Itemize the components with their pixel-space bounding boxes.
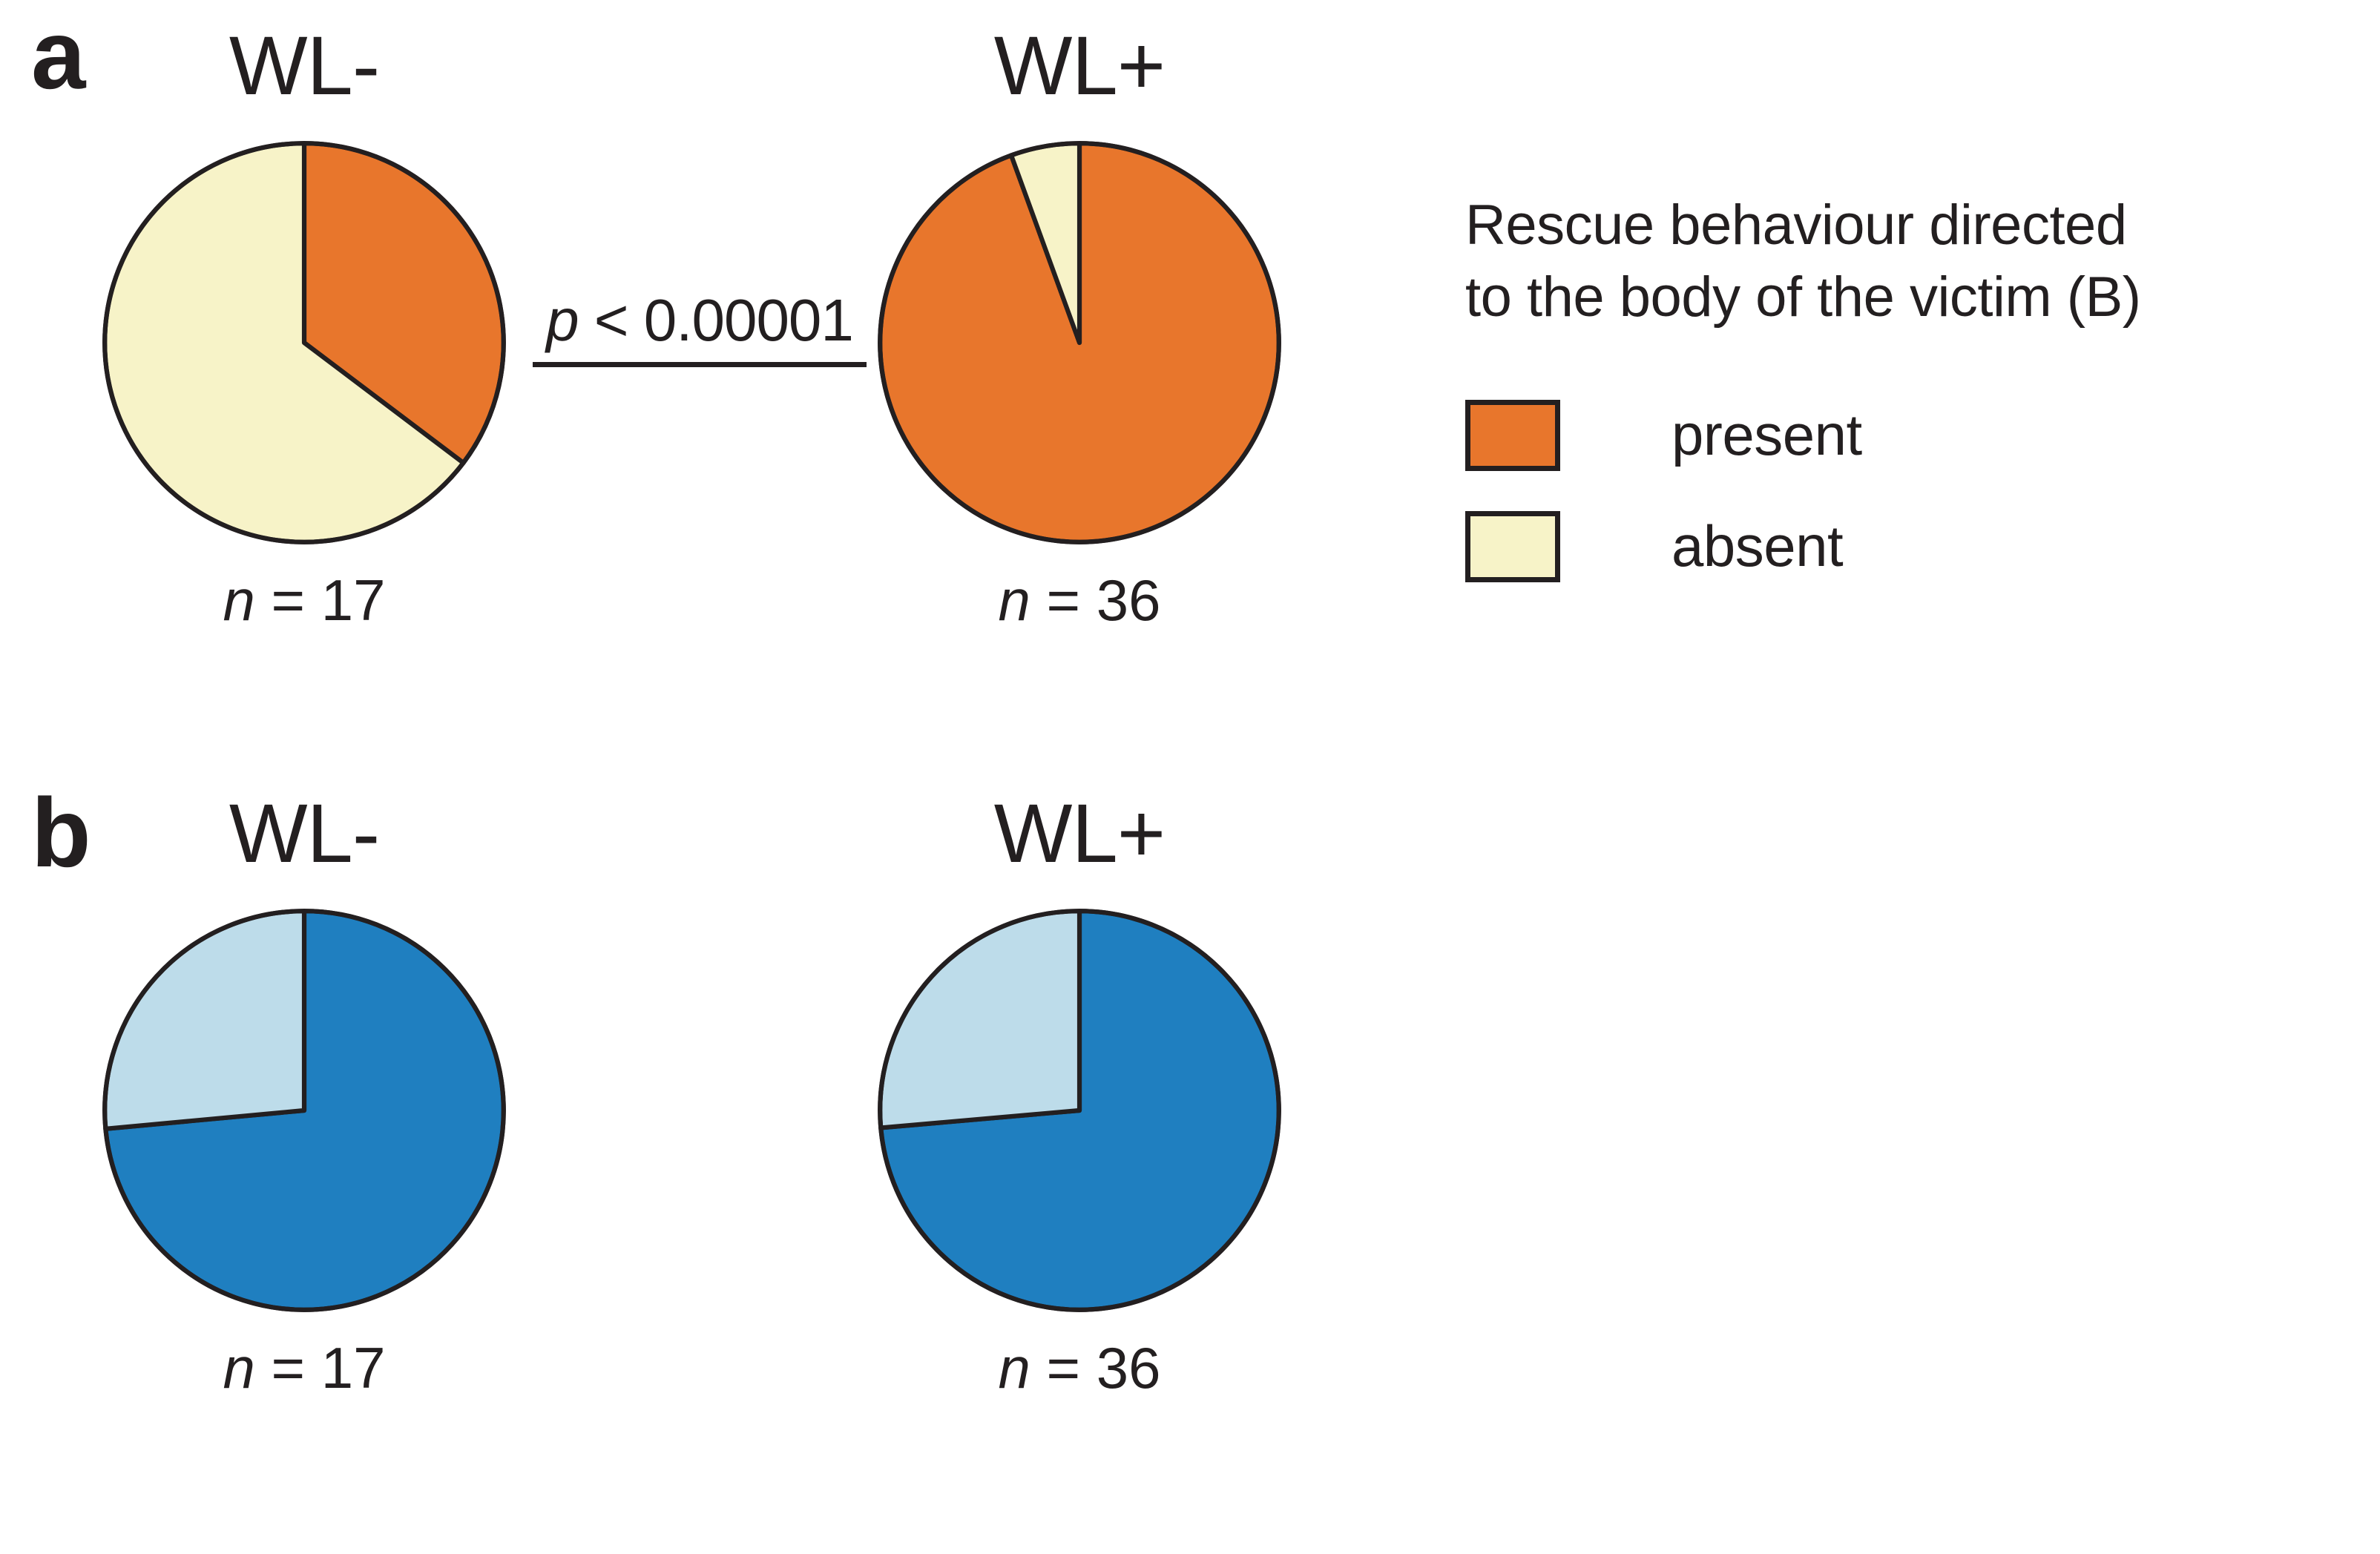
panel-a-group-wl-minus: WL- n = 17 <box>82 22 527 634</box>
pie-slice-absent <box>102 909 307 1131</box>
panel-b-wl-minus-pie <box>96 903 512 1318</box>
panel-a-legend: Rescue behaviour directed to the body of… <box>1465 189 2363 602</box>
caption-line-1: Rescue behaviour directed <box>1465 194 2127 257</box>
pie-outline <box>878 141 1281 544</box>
pie-svg <box>102 141 506 544</box>
panel-b-wl-plus-pie <box>872 903 1287 1318</box>
n-value: = 36 <box>1030 1335 1161 1400</box>
panel-b-wl-minus-title: WL- <box>229 787 380 880</box>
legend-row-present: present <box>1465 380 2363 491</box>
panel-a-p-value: p < 0.00001 <box>533 291 867 350</box>
legend-swatch-present <box>1465 399 1560 471</box>
n-value: = 17 <box>254 1335 386 1400</box>
n-symbol: n <box>998 1335 1030 1400</box>
caption-line-2: to the body of the victim (B) <box>1465 266 2141 329</box>
panel-a-wl-minus-n: n = 17 <box>82 567 527 634</box>
n-symbol: n <box>223 567 255 633</box>
pie-outline <box>102 909 506 1312</box>
legend-swatch-absent <box>1465 510 1560 582</box>
panel-a-legend-caption: Rescue behaviour directed to the body of… <box>1465 189 2363 334</box>
panel-a-wl-plus-title: WL+ <box>993 19 1166 112</box>
panel-b-letter: b <box>31 778 91 887</box>
panel-b-wl-plus-n: n = 36 <box>857 1334 1302 1402</box>
panel-b-group-wl-minus: WL- n = 17 <box>82 790 527 1402</box>
pie-svg <box>102 909 506 1312</box>
panel-a-legend-items: present absent <box>1465 380 2363 602</box>
panel-a-wl-minus-pie <box>96 135 512 550</box>
panel-a-wl-plus-n: n = 36 <box>857 567 1302 634</box>
panel-a-letter: a <box>31 0 85 109</box>
p-symbol: p <box>546 287 579 353</box>
panel-a: a WL- n = 17 WL+ n = 36 p < 0.00001 Resc… <box>0 0 2380 775</box>
pie-outline <box>102 141 506 544</box>
panel-b-wl-minus-n: n = 17 <box>82 1334 527 1402</box>
n-value: = 17 <box>254 567 386 633</box>
panel-a-wl-minus-title: WL- <box>229 19 380 112</box>
legend-label-absent: absent <box>1671 513 1844 579</box>
panel-a-connector-line <box>533 362 867 367</box>
pie-outline <box>878 909 1281 1312</box>
n-symbol: n <box>223 1335 255 1400</box>
panel-b: b WL- n = 17 WL+ n = 36 NS Rescue behavi… <box>0 775 2380 1554</box>
n-symbol: n <box>998 567 1030 633</box>
panel-b-group-wl-plus: WL+ n = 36 <box>857 790 1302 1402</box>
p-value-text: < 0.00001 <box>578 287 854 353</box>
pie-svg <box>878 141 1281 544</box>
legend-row-absent: absent <box>1465 491 2363 602</box>
legend-label-present: present <box>1671 402 1862 468</box>
n-value: = 36 <box>1030 567 1161 633</box>
panel-b-wl-plus-title: WL+ <box>993 787 1166 880</box>
pie-slice-absent <box>878 909 1082 1130</box>
panel-a-significance: p < 0.00001 <box>533 291 867 367</box>
pie-svg <box>878 909 1281 1312</box>
panel-a-wl-plus-pie <box>872 135 1287 550</box>
panel-a-group-wl-plus: WL+ n = 36 <box>857 22 1302 634</box>
